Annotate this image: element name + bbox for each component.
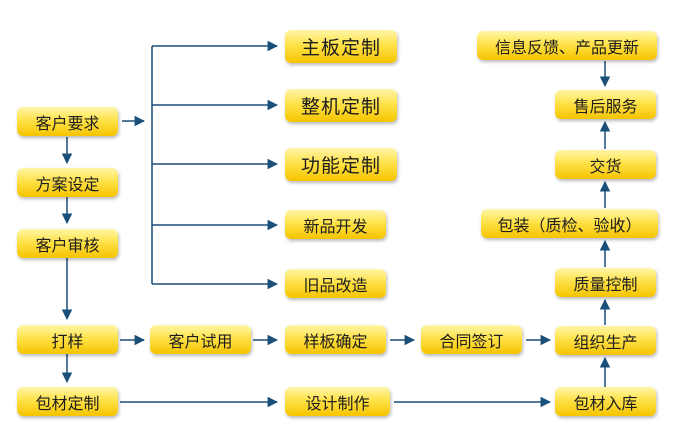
function-custom-box: 功能定制 [285,148,397,181]
sample-confirm-box: 样板确定 [285,325,386,354]
customer-trial-box: 客户试用 [150,325,251,354]
packaging-storage-box: 包材入库 [555,387,656,416]
delivery-box: 交货 [555,150,656,179]
organize-production-box: 组织生产 [555,326,656,355]
mainboard-custom-box: 主板定制 [285,30,397,63]
design-production-box: 设计制作 [285,387,390,416]
customer-request-box: 客户要求 [17,107,118,136]
plan-setting-box: 方案设定 [17,168,118,197]
quality-control-box: 质量控制 [555,268,656,297]
contract-sign-box: 合同签订 [421,325,522,354]
packaging-material-custom-box: 包材定制 [17,387,118,416]
old-product-modify-box: 旧品改造 [285,269,386,298]
sampling-box: 打样 [17,325,118,354]
machine-custom-box: 整机定制 [285,89,397,122]
packing-box: 包装（质检、验收） [481,209,658,238]
new-product-dev-box: 新品开发 [285,210,386,239]
after-sales-box: 售后服务 [555,90,656,119]
customer-review-box: 客户审核 [17,229,118,258]
feedback-update-box: 信息反馈、产品更新 [477,31,657,60]
